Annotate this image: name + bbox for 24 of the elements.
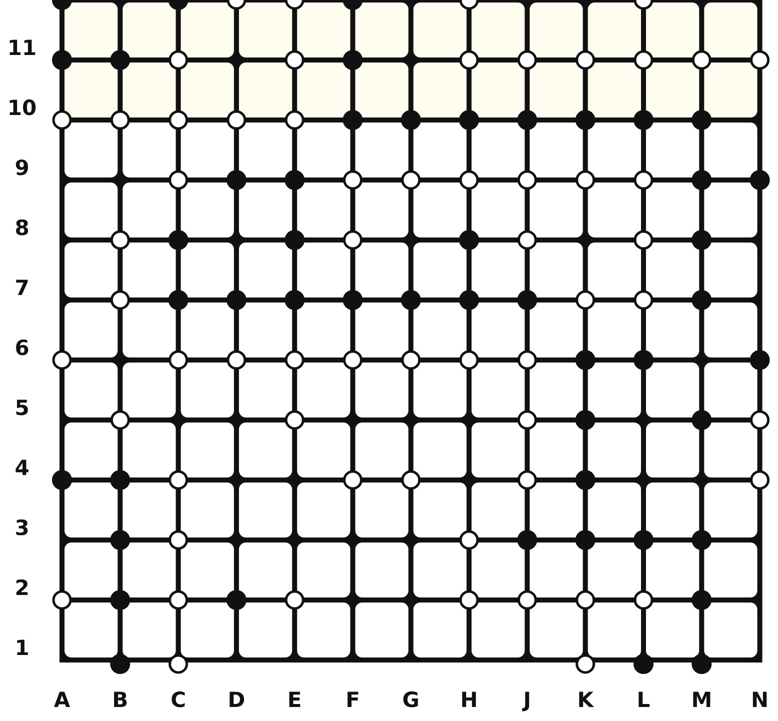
row-number: 4 xyxy=(14,456,30,480)
column-letter: G xyxy=(402,688,420,712)
column-letter: N xyxy=(751,688,769,712)
column-letter: F xyxy=(346,688,360,712)
column-letter: E xyxy=(287,688,302,712)
row-number: 3 xyxy=(14,516,30,540)
row-number: 2 xyxy=(14,576,30,600)
row-number: 10 xyxy=(7,96,37,120)
column-letter: C xyxy=(170,688,186,712)
column-letter: L xyxy=(636,688,650,712)
row-number: 9 xyxy=(14,156,30,180)
row-number: 7 xyxy=(14,276,30,300)
column-letter: D xyxy=(228,688,246,712)
column-letter: A xyxy=(54,688,70,712)
column-letter: J xyxy=(523,688,532,712)
column-letter: K xyxy=(577,688,594,712)
row-number: 11 xyxy=(7,36,37,60)
row-number: 5 xyxy=(14,396,30,420)
column-letter: M xyxy=(691,688,712,712)
row-number: 8 xyxy=(14,216,30,240)
column-letter: H xyxy=(460,688,478,712)
column-letter: B xyxy=(112,688,128,712)
row-number: 6 xyxy=(14,336,30,360)
row-number: 1 xyxy=(14,636,30,660)
